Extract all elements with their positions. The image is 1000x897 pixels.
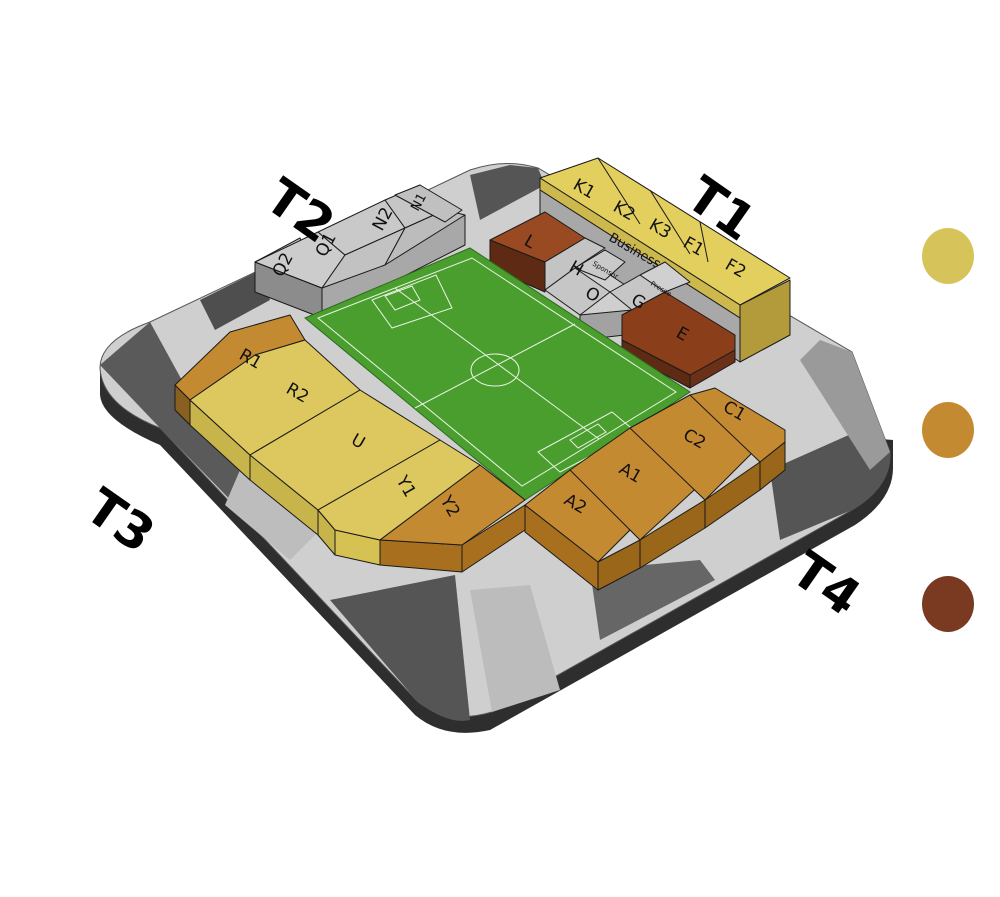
section-divider <box>699 221 709 263</box>
base-stripe <box>800 340 890 470</box>
pitch-surface <box>304 247 691 501</box>
section-y2[interactable] <box>379 464 526 546</box>
section-divider <box>597 157 641 225</box>
section-label-n1: N1 <box>408 191 430 214</box>
section-sponsor[interactable] <box>574 249 626 281</box>
section-c1[interactable] <box>689 387 786 463</box>
section-n2-lower[interactable] <box>384 209 466 266</box>
base-stripe <box>470 585 560 712</box>
stand-t4: A2 A1 C2 C1 <box>524 387 786 591</box>
base-stripe <box>770 430 891 540</box>
legend-swatch-1 <box>922 228 974 284</box>
legend-swatch-3 <box>922 576 974 632</box>
base-stripe <box>330 575 470 721</box>
base-stripe <box>200 270 270 330</box>
section-e[interactable] <box>621 291 736 376</box>
stand-label-t3: T3 <box>75 477 165 564</box>
section-presse[interactable] <box>639 261 691 293</box>
section-r2[interactable] <box>189 339 361 456</box>
base-stripe <box>470 165 545 220</box>
base-stripe <box>225 470 320 560</box>
inner-sections: L H Sponsor O G Presse E <box>489 211 736 389</box>
legend-swatch-2 <box>922 402 974 458</box>
section-divider <box>649 189 691 255</box>
section-n1[interactable] <box>394 184 463 223</box>
stand-t3: R1 R2 U Y1 Y2 <box>174 314 526 573</box>
base-stripe <box>590 560 715 640</box>
section-h[interactable] <box>544 237 606 291</box>
stand-t2: Q2 Q1 N2 N1 <box>254 184 466 319</box>
price-category-legend <box>922 228 974 632</box>
pitch <box>304 247 691 501</box>
